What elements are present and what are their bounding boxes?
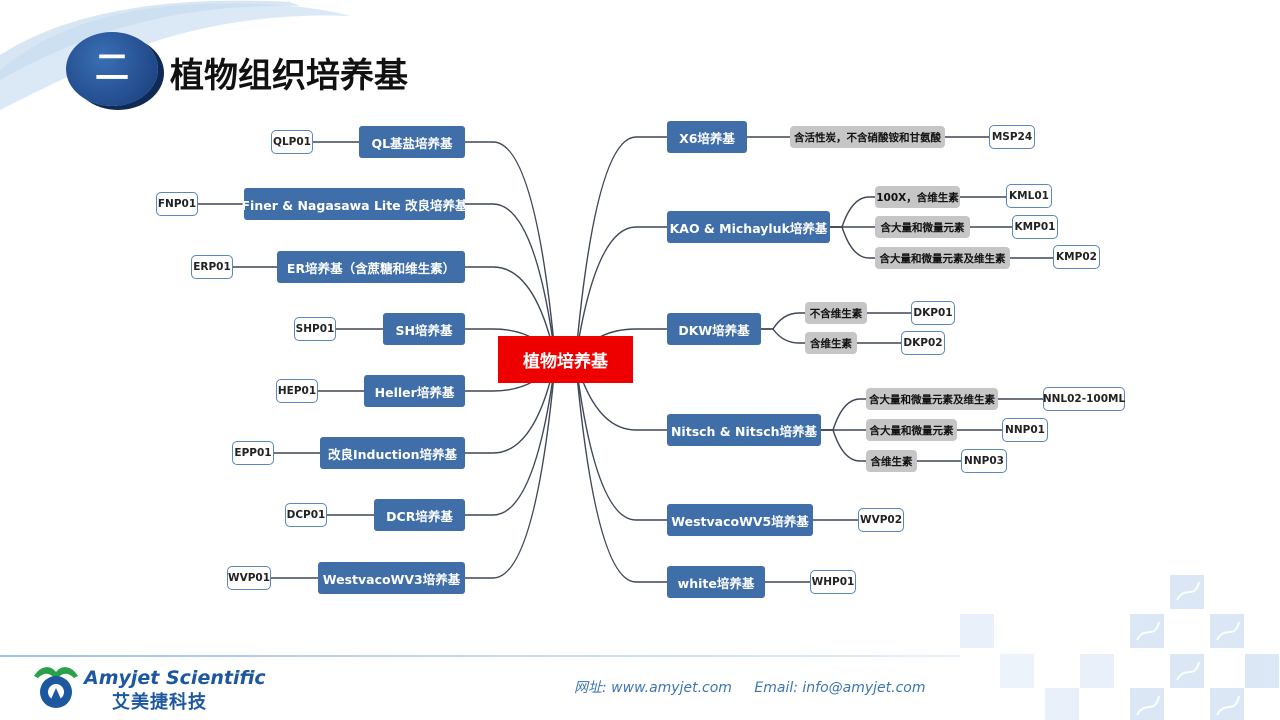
connector-sub-3-0 xyxy=(821,398,866,431)
footer-divider xyxy=(0,655,960,657)
right-code-3-0[interactable]: NNL02-100ML xyxy=(1043,387,1125,411)
website-link[interactable]: 网址: www.amyjet.com xyxy=(574,680,732,696)
right-sub-3-0[interactable]: 含大量和微量元素及维生素 xyxy=(866,388,998,410)
right-sub-1-1[interactable]: 含大量和微量元素 xyxy=(875,216,970,238)
right-branch-0[interactable]: X6培养基 xyxy=(667,121,747,153)
right-sub-1-2[interactable]: 含大量和微量元素及维生素 xyxy=(875,247,1010,269)
left-branch-0[interactable]: QL基盐培养基 xyxy=(359,126,465,158)
connector-sub-2-0 xyxy=(761,312,805,330)
email-link[interactable]: Email: info@amyjet.com xyxy=(754,680,926,696)
right-code-3-1[interactable]: NNP01 xyxy=(1002,418,1048,442)
left-branch-6[interactable]: DCR培养基 xyxy=(374,499,465,531)
right-sub-2-0[interactable]: 不含维生素 xyxy=(805,302,867,324)
right-code-2-0[interactable]: DKP01 xyxy=(911,301,955,325)
connector-right-4 xyxy=(574,359,667,521)
left-branch-5[interactable]: 改良Induction培养基 xyxy=(320,437,465,469)
left-code-7[interactable]: WVP01 xyxy=(227,566,271,590)
connector-left-6 xyxy=(465,359,557,516)
brand-name-cn: 艾美捷科技 xyxy=(112,692,207,713)
right-code-4[interactable]: WVP02 xyxy=(858,508,904,532)
decorative-dna-tiles xyxy=(960,575,1279,720)
left-branch-2[interactable]: ER培养基（含蔗糖和维生素） xyxy=(277,251,465,283)
left-branch-1[interactable]: Finer & Nagasawa Lite 改良培养基 xyxy=(242,188,468,220)
connector-left-1 xyxy=(465,203,557,360)
right-code-1-2[interactable]: KMP02 xyxy=(1053,245,1100,269)
section-number-badge: 二 xyxy=(66,32,158,106)
right-branch-2[interactable]: DKW培养基 xyxy=(667,313,761,345)
right-code-1-1[interactable]: KMP01 xyxy=(1012,215,1058,239)
page-title: 植物组织培养基 xyxy=(170,56,408,96)
right-sub-2-1[interactable]: 含维生素 xyxy=(805,332,857,354)
left-code-3[interactable]: SHP01 xyxy=(294,317,336,341)
connector-right-5 xyxy=(574,359,667,583)
right-sub-3-1[interactable]: 含大量和微量元素 xyxy=(866,419,957,441)
connector-sub-3-2 xyxy=(821,429,866,462)
right-sub-0-0[interactable]: 含活性炭，不含硝酸铵和甘氨酸 xyxy=(790,126,945,148)
right-branch-4[interactable]: WestvacoWV5培养基 xyxy=(667,504,813,536)
central-topic: 植物培养基 xyxy=(498,336,633,383)
left-branch-4[interactable]: Heller培养基 xyxy=(364,375,465,407)
right-branch-5[interactable]: white培养基 xyxy=(667,566,765,598)
contact-info: 网址: www.amyjet.com Email: info@amyjet.co… xyxy=(574,677,944,697)
connector-left-0 xyxy=(465,141,557,360)
connector-left-7 xyxy=(465,359,557,579)
right-code-2-1[interactable]: DKP02 xyxy=(901,331,945,355)
left-code-4[interactable]: HEP01 xyxy=(276,379,318,403)
right-code-1-0[interactable]: KML01 xyxy=(1006,184,1052,208)
right-sub-1-0[interactable]: 100X，含维生素 xyxy=(875,186,960,208)
right-code-5[interactable]: WHP01 xyxy=(810,570,856,594)
company-logo-icon xyxy=(34,667,78,708)
decorative-wave xyxy=(0,0,350,110)
left-code-0[interactable]: QLP01 xyxy=(271,130,313,154)
left-branch-7[interactable]: WestvacoWV3培养基 xyxy=(318,562,465,594)
right-branch-1[interactable]: KAO & Michayluk培养基 xyxy=(667,211,830,243)
left-code-1[interactable]: FNP01 xyxy=(156,192,198,216)
left-code-2[interactable]: ERP01 xyxy=(191,255,233,279)
left-branch-3[interactable]: SH培养基 xyxy=(383,313,465,345)
left-code-6[interactable]: DCP01 xyxy=(285,503,327,527)
connector-sub-2-1 xyxy=(761,328,805,344)
right-branch-3[interactable]: Nitsch & Nitsch培养基 xyxy=(667,414,821,446)
right-code-3-2[interactable]: NNP03 xyxy=(961,449,1007,473)
right-code-0-0[interactable]: MSP24 xyxy=(989,125,1035,149)
connector-right-1 xyxy=(574,226,667,360)
right-sub-3-2[interactable]: 含维生素 xyxy=(866,450,917,472)
section-number: 二 xyxy=(95,48,129,88)
connector-sub-1-0 xyxy=(830,196,875,228)
connector-sub-1-2 xyxy=(830,226,875,259)
connector-right-0 xyxy=(574,136,667,360)
left-code-5[interactable]: EPP01 xyxy=(232,441,274,465)
brand-name-en: Amyjet Scientific xyxy=(84,667,266,689)
